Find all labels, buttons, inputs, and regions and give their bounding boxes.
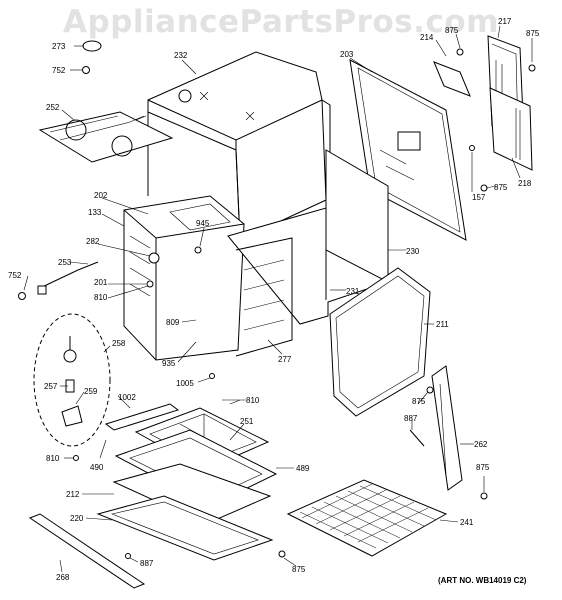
screw-875	[278, 550, 286, 558]
leader-lines	[23, 25, 533, 573]
callout-489: 489	[296, 464, 310, 473]
back-panel-203	[349, 59, 467, 241]
wire-887	[409, 429, 425, 447]
callout-887: 887	[140, 559, 154, 568]
tray-220	[96, 495, 274, 561]
callout-875: 875	[526, 29, 540, 38]
callout-259: 259	[84, 387, 98, 396]
callout-810: 810	[246, 396, 260, 405]
oven-rack-241	[286, 479, 448, 557]
side-trim-262	[431, 365, 463, 491]
heat-shield-panel-252	[38, 111, 174, 163]
connector-157	[469, 145, 475, 151]
callout-211: 211	[436, 320, 449, 329]
bracket-214	[433, 61, 471, 97]
callout-875: 875	[494, 183, 508, 192]
callout-252: 252	[46, 103, 60, 112]
screw-875	[528, 64, 536, 72]
callout-214: 214	[420, 33, 434, 42]
callout-251: 251	[240, 417, 254, 426]
callout-262: 262	[474, 440, 488, 449]
bracket-218	[489, 87, 533, 171]
callout-257: 257	[44, 382, 58, 391]
knob-273	[82, 40, 102, 52]
callout-875: 875	[412, 397, 426, 406]
outer-case-body-230	[227, 149, 389, 325]
light-assembly-258	[33, 313, 111, 447]
callout-887: 887	[404, 414, 418, 423]
element-253	[37, 261, 99, 295]
callout-232: 232	[174, 51, 188, 60]
callout-875: 875	[445, 26, 459, 35]
callout-935: 935	[162, 359, 176, 368]
callout-253: 253	[58, 258, 72, 267]
screw-887	[125, 553, 131, 559]
art-number: (ART NO. WB14019 C2)	[438, 576, 527, 585]
callout-875: 875	[476, 463, 490, 472]
callout-220: 220	[70, 514, 84, 523]
callout-203: 203	[340, 50, 354, 59]
watermark-text: AppliancePartsPros.com	[63, 4, 499, 40]
callout-217: 217	[498, 17, 512, 26]
outer-case-top-232	[147, 51, 331, 241]
callout-945: 945	[196, 219, 210, 228]
trim-strip-268	[28, 513, 146, 589]
nut-752	[18, 292, 26, 300]
callout-490: 490	[90, 463, 104, 472]
callout-282: 282	[86, 237, 100, 246]
callout-201: 201	[94, 278, 108, 287]
callout-202: 202	[94, 191, 108, 200]
callout-268: 268	[56, 573, 70, 582]
callout-752: 752	[52, 66, 66, 75]
callout-258: 258	[112, 339, 126, 348]
screw-1005	[209, 373, 215, 379]
callout-273: 273	[52, 42, 66, 51]
callout-810: 810	[46, 454, 60, 463]
oven-frame-231	[235, 237, 293, 357]
callout-157: 157	[472, 193, 486, 202]
callout-218: 218	[518, 179, 532, 188]
callout-231: 231	[346, 287, 360, 296]
callout-133: 133	[88, 208, 102, 217]
callout-212: 212	[66, 490, 80, 499]
nut-752	[82, 66, 90, 74]
callout-277: 277	[278, 355, 292, 364]
callout-241: 241	[460, 518, 474, 527]
callout-809: 809	[166, 318, 180, 327]
callout-230: 230	[406, 247, 420, 256]
callout-1005: 1005	[176, 379, 194, 388]
callout-810: 810	[94, 293, 108, 302]
screw-875	[480, 492, 488, 500]
oven-cavity-liner-202	[123, 195, 245, 361]
callout-1002: 1002	[118, 393, 136, 402]
callout-752: 752	[8, 271, 22, 280]
screw-875	[426, 386, 434, 394]
rack-slide-1002	[104, 403, 180, 431]
screw-810	[73, 455, 79, 461]
screw-875	[456, 48, 464, 56]
door-gasket-211	[329, 267, 431, 417]
callout-875: 875	[292, 565, 306, 574]
